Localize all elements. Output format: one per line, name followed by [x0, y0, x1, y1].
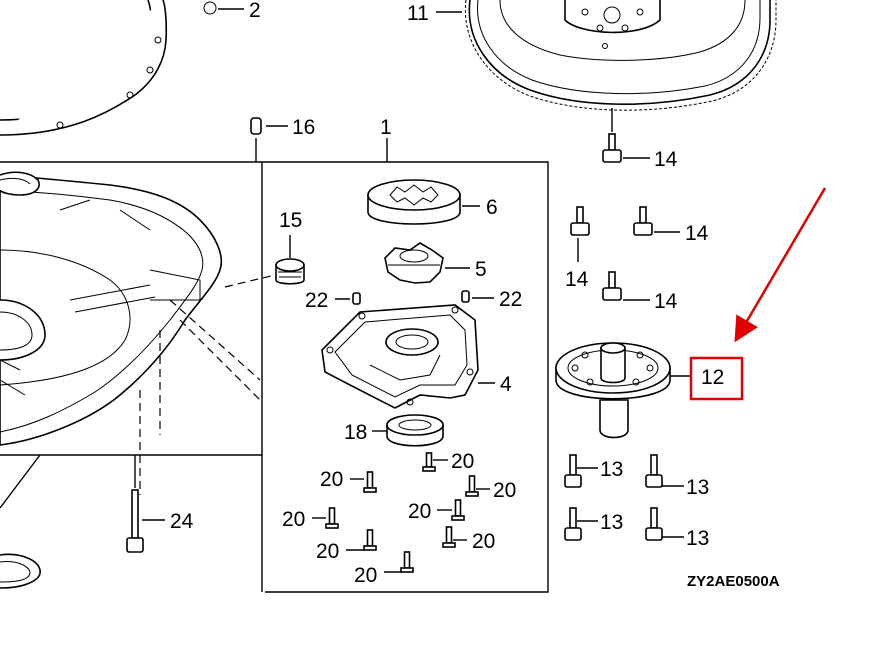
- gasket-part: [0, 0, 217, 136]
- callout-13: 13: [600, 458, 623, 481]
- callout-20: 20: [282, 508, 305, 531]
- callout-22: 22: [499, 288, 522, 311]
- drawing-code: ZY2AE0500A: [687, 573, 780, 590]
- callout-14: 14: [685, 222, 709, 245]
- drive-hub-12: [555, 342, 692, 439]
- callout-13: 13: [686, 527, 709, 550]
- callout-20: 20: [451, 450, 474, 473]
- callout-20: 20: [408, 500, 431, 523]
- bolts-20: [312, 452, 490, 573]
- callout-16: 16: [292, 116, 315, 139]
- flywheel-part: [464, 0, 777, 111]
- callout-20: 20: [320, 468, 343, 491]
- plug-15: [275, 235, 305, 285]
- callout-18: 18: [344, 421, 367, 444]
- bolts-14: [570, 108, 680, 301]
- oil-seal-18: [372, 414, 444, 447]
- callout-6: 6: [486, 196, 498, 219]
- callout-13: 13: [686, 476, 709, 499]
- assembly-frame: [0, 161, 549, 593]
- outer-rotor-6: [367, 179, 480, 225]
- callout-24: 24: [170, 510, 194, 533]
- highlight-annotation: [689, 187, 827, 401]
- callout-1: 1: [380, 116, 392, 139]
- dowel-pin-22: [335, 290, 494, 305]
- callout-20: 20: [354, 564, 377, 587]
- callout-5: 5: [475, 258, 487, 281]
- callout-20: 20: [472, 530, 495, 553]
- callout-12: 12: [701, 366, 724, 389]
- callout-20: 20: [493, 479, 516, 502]
- callout-14: 14: [565, 268, 589, 291]
- inner-rotor-5: [384, 242, 470, 284]
- dowel-pin-16: [250, 117, 288, 162]
- case-part: [0, 171, 276, 589]
- callout-11: 11: [407, 2, 429, 25]
- highlight-box: [689, 356, 744, 401]
- callout-2: 2: [249, 0, 261, 22]
- callout-15: 15: [279, 209, 302, 232]
- highlight-arrow: [734, 187, 827, 343]
- callout-22: 22: [305, 289, 328, 312]
- callout-20: 20: [316, 540, 339, 563]
- callout-14: 14: [654, 290, 678, 313]
- bolt-24: [126, 455, 165, 553]
- bolts-13: [564, 454, 684, 541]
- callout-13: 13: [600, 511, 623, 534]
- callout-4: 4: [500, 373, 512, 396]
- callout-14: 14: [654, 148, 678, 171]
- pump-cover-4: [321, 304, 495, 409]
